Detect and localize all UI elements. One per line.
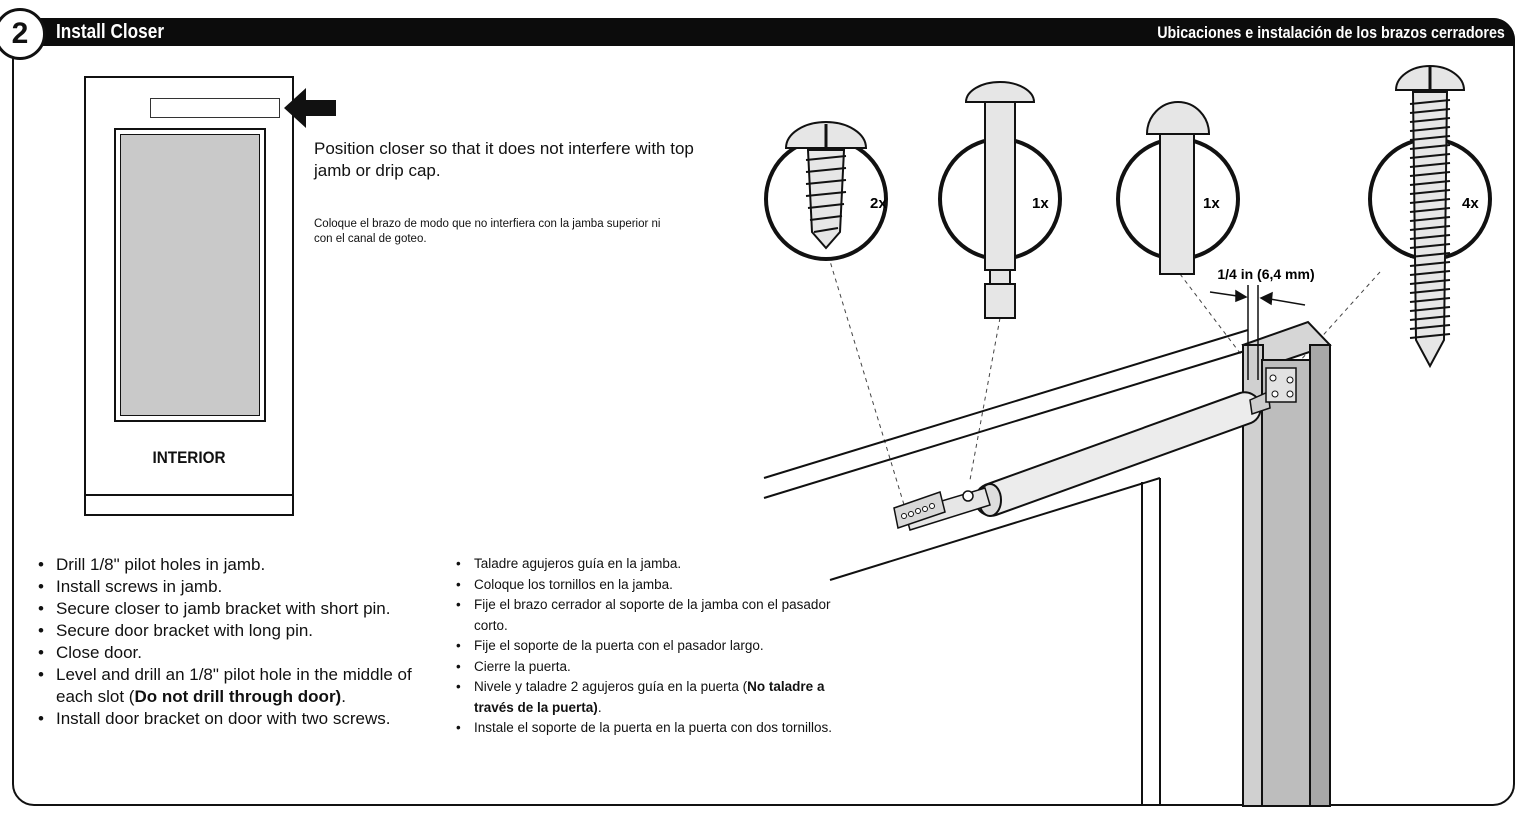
- instruction-text: Cierre la puerta.: [474, 658, 571, 674]
- closer-position-marker: [150, 98, 280, 118]
- instruction-item: Close door.: [34, 642, 444, 664]
- interior-label: INTERIOR: [152, 448, 226, 467]
- jamb-bracket: [1249, 367, 1297, 415]
- instruction-item: Nivele y taladre 2 agujeros guía en la p…: [452, 677, 842, 718]
- long-pin-quantity: 1x: [1032, 195, 1049, 212]
- instruction-item: Secure door bracket with long pin.: [34, 620, 444, 642]
- instruction-text: Secure closer to jamb bracket with short…: [56, 599, 391, 618]
- instruction-text: Secure door bracket with long pin.: [56, 621, 314, 640]
- instruction-item: Secure closer to jamb bracket with short…: [34, 598, 444, 620]
- instruction-text: Nivele y taladre 2 agujeros guía en la p…: [474, 679, 748, 694]
- door-glass-frame: [114, 128, 266, 422]
- instruction-text-end: .: [597, 699, 602, 715]
- instruction-text: Install screws in jamb.: [56, 577, 223, 596]
- instructions-english: Drill 1/8" pilot holes in jamb. Install …: [34, 554, 444, 730]
- long-pin-icon: [938, 81, 1062, 319]
- pointer-arrow-icon: [284, 88, 336, 128]
- short-screw-icon: [764, 121, 888, 261]
- section-title: Install Closer: [56, 21, 165, 43]
- instruction-text: Level and drill an 1/8" pilot hole in th…: [56, 665, 412, 706]
- instruction-item: Fije el soporte de la puerta con el pasa…: [452, 636, 842, 657]
- dimension-label: 1/4 in (6,4 mm): [1217, 266, 1314, 282]
- door-kickplate-line: [86, 494, 292, 496]
- header-bar: [12, 18, 1515, 46]
- jamb-post: [1241, 320, 1332, 807]
- door-diagram: INTERIOR: [84, 76, 294, 516]
- instruction-warning: No taladre a través de la puerta): [474, 679, 825, 715]
- instruction-text: Close door.: [56, 643, 142, 662]
- dimension-indicator: [1209, 285, 1306, 380]
- instruction-item: Cierre la puerta.: [452, 657, 842, 678]
- instruction-item: Install door bracket on door with two sc…: [34, 708, 444, 730]
- instruction-item: Taladre agujeros guía en la jamba.: [452, 554, 842, 575]
- instruction-text: Fije el soporte de la puerta con el pasa…: [474, 638, 764, 653]
- instruction-text: Fije el brazo cerrador al soporte de la …: [474, 597, 831, 633]
- instruction-item: Drill 1/8" pilot holes in jamb.: [34, 554, 444, 576]
- instruction-text: Drill 1/8" pilot holes in jamb.: [56, 555, 266, 574]
- instruction-warning: Do not drill through door): [134, 687, 342, 706]
- long-screw-quantity: 4x: [1462, 195, 1479, 212]
- section-subtitle: Ubicaciones e instalación de los brazos …: [1157, 23, 1505, 42]
- short-screw-quantity: 2x: [870, 195, 887, 212]
- instruction-item: Instale el soporte de la puerta en la pu…: [452, 718, 842, 739]
- closer-cylinder: [904, 391, 1262, 531]
- position-note-spanish: Coloque el brazo de modo que no interfie…: [314, 218, 661, 245]
- position-note-english: Position closer so that it does not inte…: [314, 139, 694, 180]
- door-bracket: [893, 491, 946, 529]
- instruction-text-end: .: [341, 687, 346, 706]
- instruction-text: Coloque los tornillos en la jamba.: [474, 576, 673, 592]
- short-pin-icon: [1116, 101, 1240, 275]
- instruction-item: Fije el brazo cerrador al soporte de la …: [452, 595, 842, 636]
- instruction-item: Coloque los tornillos en la jamba.: [452, 575, 842, 596]
- long-screw-icon: [1368, 65, 1492, 369]
- short-pin-quantity: 1x: [1203, 195, 1220, 212]
- instruction-text: Install door bracket on door with two sc…: [56, 709, 391, 728]
- instructions-spanish: Taladre agujeros guía en la jamba. Coloqu…: [452, 554, 842, 739]
- instruction-item: Install screws in jamb.: [34, 576, 444, 598]
- instruction-text: Instale el soporte de la puerta en la pu…: [474, 720, 832, 735]
- instruction-text: Taladre agujeros guía en la jamba.: [474, 556, 682, 571]
- instruction-item: Level and drill an 1/8" pilot hole in th…: [34, 664, 444, 708]
- door-glass: [120, 134, 260, 416]
- step-number-badge: 2: [0, 8, 46, 60]
